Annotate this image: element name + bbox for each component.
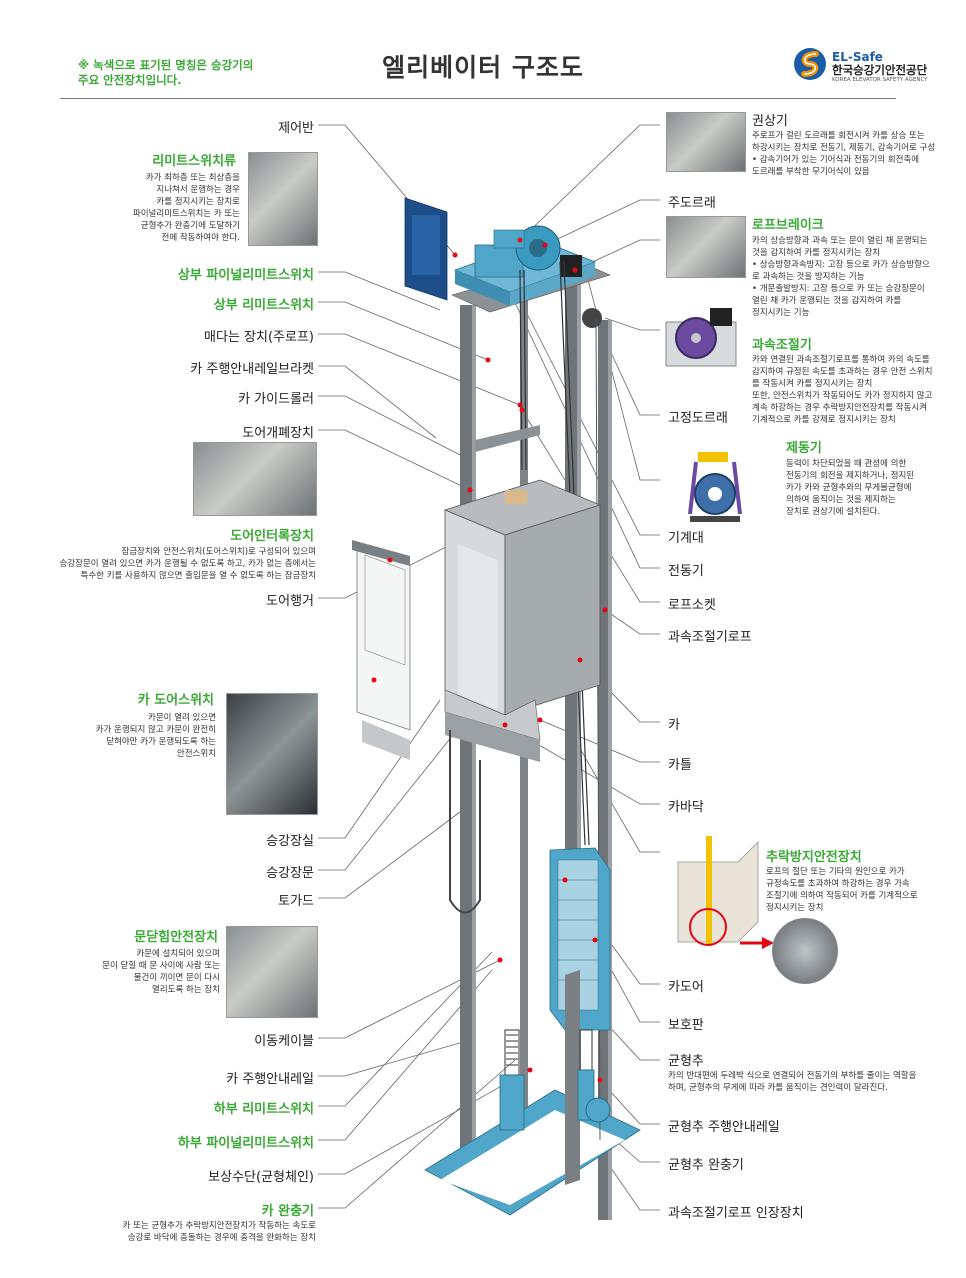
label-main-sheave: 주도르래 [668, 196, 716, 211]
label-travelling-cable: 이동케이블 [254, 1034, 314, 1049]
label-door-operator: 도어개폐장치 [242, 426, 314, 441]
label-guard-plate: 보호판 [668, 1018, 704, 1033]
label-governor-rope: 과속조절기로프 [668, 630, 752, 645]
label-lower-limit-switch: 하부 리미트스위치 [213, 1102, 314, 1117]
label-control-panel: 제어반 [278, 121, 314, 136]
pit-equipment-drawing [449, 730, 611, 1131]
traction-machine-drawing [453, 225, 602, 328]
label-suspension-rope: 매다는 장치(주로프) [204, 330, 314, 345]
landing-door-drawing [352, 540, 411, 760]
brand-name-en: EL-Safe [832, 50, 883, 64]
counterweight-drawing [549, 847, 611, 1185]
label-car: 카 [668, 718, 680, 733]
label-motor: 전동기 [668, 564, 704, 579]
label-car-door-switch: 카 도어스위치 [137, 693, 214, 708]
label-traction-machine: 권상기 [752, 114, 788, 129]
label-door-interlock: 도어인터록장치 [230, 529, 314, 544]
label-governor: 과속조절기 [752, 338, 812, 353]
label-upper-final-limit-switch: 상부 파이널리미트스위치 [177, 268, 314, 283]
safety-gear-detail-photo [772, 918, 838, 984]
label-machine-beam: 기계대 [668, 531, 704, 546]
brand-logo-icon [794, 48, 826, 80]
label-car-guide-rail: 카 주행안내레일 [226, 1072, 314, 1087]
label-landing-sill: 승강장실 [266, 834, 314, 849]
brake-photo [660, 444, 775, 524]
limit-switch-photo [248, 152, 318, 246]
label-car-buffer: 카 완충기 [261, 1204, 314, 1219]
door-interlock-photo [193, 442, 317, 516]
label-deflector-sheave: 고정도르래 [668, 411, 728, 426]
label-car-frame: 카틀 [668, 758, 692, 773]
label-limit-switches: 리미트스위치류 [152, 154, 236, 169]
label-compensation-chain: 보상수단(균형체인) [208, 1170, 314, 1185]
label-door-hanger: 도어행거 [266, 594, 314, 609]
safety-gear-photo [668, 832, 780, 948]
label-rope-brake: 로프브레이크 [752, 218, 824, 233]
rope-brake-photo [666, 216, 746, 278]
label-upper-limit-switch: 상부 리미트스위치 [213, 298, 314, 313]
label-counterweight-rail: 균형추 주행안내레일 [668, 1120, 780, 1135]
label-car-rail-bracket: 카 주행안내레일브라켓 [190, 362, 314, 377]
brake-icon [688, 452, 742, 522]
brand-logo [792, 46, 828, 82]
label-safety-gear: 추락방지안전장치 [766, 850, 862, 865]
car-drawing [443, 425, 602, 762]
governor-icon [665, 308, 737, 367]
arrow-icon [740, 934, 774, 949]
label-car-guide-roller: 카 가이드롤러 [238, 392, 314, 407]
car-door-switch-photo [226, 693, 318, 815]
header-divider [60, 98, 896, 99]
label-toe-guard: 토가드 [278, 894, 314, 909]
label-counterweight-buffer: 균형추 완충기 [668, 1158, 744, 1173]
marker-dots [371, 237, 608, 1083]
control-panel-drawing [404, 197, 448, 301]
label-brake: 제동기 [786, 441, 822, 456]
label-landing-door: 승강장문 [266, 866, 314, 881]
page-title: 엘리베이터 구조도 [382, 53, 584, 82]
governor-photo [660, 300, 744, 372]
safety-note: ※ 녹색으로 표기된 명칭은 승강기의 주요 안전장치입니다. [78, 58, 254, 87]
label-rope-socket: 로프소켓 [668, 598, 716, 613]
label-lower-final-limit-switch: 하부 파이널리미트스위치 [177, 1136, 314, 1151]
label-governor-tension-device: 과속조절기로프 인장장치 [668, 1206, 804, 1221]
brand-name-sub: KOREA ELEVATOR SAFETY AGENCY [832, 77, 928, 83]
label-counterweight: 균형추 [668, 1054, 704, 1069]
brand-name-ko: 한국승강기안전공단 [832, 63, 928, 77]
label-car-door: 카도어 [668, 980, 704, 995]
label-car-floor: 카바닥 [668, 800, 704, 815]
safety-gear-icon [677, 836, 759, 946]
door-close-safety-photo [226, 926, 318, 1018]
label-door-close-safety: 문닫힘안전장치 [134, 930, 218, 945]
traction-machine-photo [666, 112, 746, 172]
